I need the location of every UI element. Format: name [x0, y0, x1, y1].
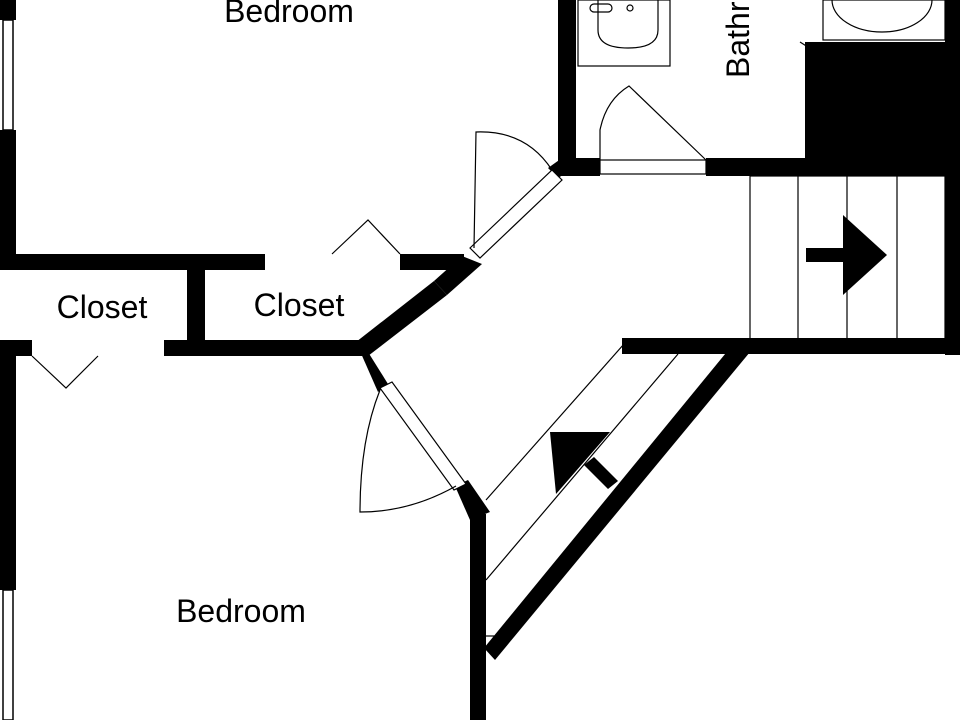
wall-closet-divider: [187, 254, 205, 356]
door-closet-right-bifold: [331, 219, 401, 255]
wall-closets-bottom: [164, 340, 364, 356]
wall-hall-diag-upper-left: [356, 281, 447, 356]
wall-bath-left: [558, 0, 576, 176]
wall-stairs-diag-outer: [484, 348, 750, 660]
wall-left-upper: [0, 130, 16, 270]
label-bathroom-partial: Bathr: [720, 1, 756, 78]
wall-hall-diag-lower-left: [356, 342, 388, 392]
door-closet-left-bifold: [31, 355, 99, 389]
tub-basin: [831, 0, 933, 33]
arrow-right-icon: [806, 215, 887, 295]
room-labels: Bedroom Bedroom Closet Closet Bathr: [57, 0, 756, 629]
label-bedroom-bottom: Bedroom: [176, 593, 306, 629]
vanity-outline: [577, 0, 671, 67]
wall-stairs-bottom: [622, 338, 952, 354]
wall-closets-top: [0, 254, 265, 270]
chimney-block: [805, 42, 945, 166]
sink-bowl-icon: [597, 0, 659, 49]
wall-bath-bottom-left: [558, 158, 600, 176]
stairs-right: [622, 175, 952, 354]
door-bedroom-top-swing: [473, 131, 553, 249]
window-left-top: [2, 19, 14, 131]
wall-closet-left-stub: [0, 340, 32, 356]
wall-closet-right-stub: [400, 254, 464, 270]
wall-hall-diag-lower: [455, 480, 490, 520]
exterior-walls: [0, 0, 16, 720]
door-bathroom-leaf: [599, 159, 707, 175]
wall-left-lower: [0, 340, 16, 590]
closet-walls: [0, 254, 464, 356]
door-bedroom-bottom-leaf: [379, 381, 467, 491]
faucet-icon: [589, 3, 613, 13]
drain-icon: [626, 4, 634, 12]
stairs-diagonal: [484, 343, 750, 660]
arrow-up-left-icon: [550, 432, 618, 494]
label-closet-left: Closet: [57, 289, 148, 325]
chimney-edge: [799, 41, 945, 57]
label-bedroom-top: Bedroom: [224, 0, 354, 29]
stair-rail-inner: [485, 343, 625, 501]
window-left-bottom: [2, 589, 14, 720]
label-closet-right: Closet: [254, 287, 345, 323]
door-bathroom-swing: [599, 85, 707, 161]
wall-right: [945, 0, 960, 355]
stair-rail-outer: [485, 353, 679, 581]
door-bedroom-top-leaf: [469, 169, 563, 259]
bathroom-walls: [558, 0, 960, 355]
doors: [31, 85, 707, 513]
door-bedroom-bottom-swing: [359, 389, 457, 513]
wall-hall-bottom-vertical: [470, 514, 486, 720]
wall-hall-diag-joint: [434, 256, 482, 295]
hall-walls: [356, 158, 574, 720]
wall-left-top: [0, 0, 16, 20]
tub-outline: [822, 0, 946, 41]
